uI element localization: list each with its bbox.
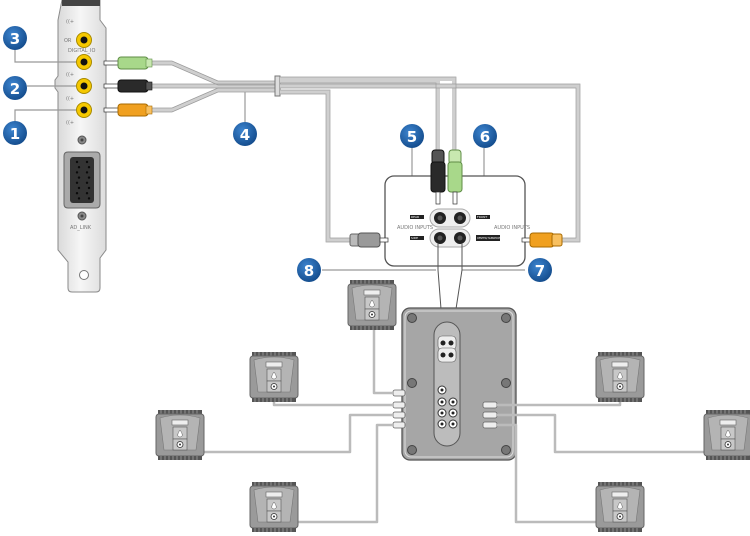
splitter-cable: [150, 61, 280, 112]
plug-gray-interface: [349, 232, 389, 248]
svg-text:3: 3: [10, 30, 20, 48]
sound-card-jack-digital[interactable]: [76, 32, 92, 48]
connector-pin: [75, 181, 79, 184]
connector-pin: [77, 166, 81, 169]
cable-tie: [274, 75, 281, 97]
callout-badge-7: 7: [528, 258, 552, 282]
label-digital-io: DIGITAL_IO: [68, 48, 96, 54]
sound-card-bracket: ((+ ((+ ((+ ((+ OR DIGITAL_IO AD_LINK: [54, 0, 107, 293]
svg-text:7: 7: [535, 262, 545, 280]
label-side: SIDE: [411, 236, 418, 240]
label-rear: REAR: [411, 215, 419, 219]
connector-pin: [87, 166, 91, 169]
connector-pin: [77, 176, 81, 179]
interface-side-input[interactable]: [434, 232, 446, 244]
label-center-sub: CENTER/ SUBWOOFER: [477, 237, 504, 240]
svg-text:4: 4: [240, 126, 250, 144]
subwoofer-input-jacks[interactable]: [437, 335, 457, 363]
connector-pin: [85, 171, 89, 174]
plug-orange-interface: [521, 232, 563, 248]
connector-pin: [85, 160, 89, 164]
callout-badge-4: 4: [233, 122, 257, 146]
callout-badge-8: 8: [297, 258, 321, 282]
audio-jack-icon: ((+ ((+ ((+ ((+: [66, 19, 74, 126]
plug-green-interface: [447, 149, 463, 205]
speaker-bottom-right: [595, 481, 645, 533]
connector-pin: [87, 186, 91, 190]
callout-badge-1: 1: [3, 121, 27, 145]
plug-orange: [103, 103, 153, 117]
connector-pin: [75, 192, 79, 195]
svg-text:((+: ((+: [66, 72, 74, 78]
speaker-bottom-left: [249, 481, 299, 533]
svg-text:5: 5: [407, 128, 417, 146]
label-front: FRONT: [477, 215, 487, 219]
plug-black-interface: [430, 149, 446, 205]
svg-text:6: 6: [480, 128, 490, 146]
connector-pin: [77, 186, 81, 190]
sound-card-jack-green[interactable]: [76, 54, 92, 70]
svg-text:((+: ((+: [66, 96, 74, 102]
speaker-top-left: [347, 279, 397, 331]
callout-badge-3: 3: [3, 26, 27, 50]
callout-badge-2: 2: [3, 76, 27, 100]
sound-card-jack-black[interactable]: [76, 78, 92, 94]
label-audio-inputs-right: AUDIO INPUTS: [494, 225, 530, 231]
label-or: OR: [64, 38, 72, 44]
callout-badge-6: 6: [473, 124, 497, 148]
speaker-top-right: [595, 351, 645, 403]
label-ad-link: AD_LINK: [70, 225, 92, 231]
plug-black: [103, 79, 153, 93]
connector-pin: [77, 197, 81, 200]
speaker-far-left: [155, 409, 205, 461]
svg-text:8: 8: [304, 262, 314, 280]
speaker-interface-box: AUDIO INPUTS AUDIO INPUTS REAR FRONT SID…: [384, 175, 530, 267]
speaker-mid-left: [249, 351, 299, 403]
connector-pin: [87, 176, 91, 179]
game-port-connector: [63, 151, 101, 209]
svg-text:1: 1: [10, 125, 20, 143]
label-audio-inputs-left: AUDIO INPUTS: [397, 225, 433, 231]
plug-green: [103, 56, 153, 70]
speaker-far-right: [703, 409, 750, 461]
svg-text:((+: ((+: [66, 120, 74, 126]
connector-pin: [75, 171, 79, 174]
connector-pin: [87, 197, 91, 200]
sound-card-jack-orange[interactable]: [76, 102, 92, 118]
interface-rear-input[interactable]: [434, 212, 446, 224]
interface-front-input[interactable]: [454, 212, 466, 224]
connector-pin: [85, 192, 89, 195]
callout-badge-5: 5: [400, 124, 424, 148]
connector-pin: [85, 181, 89, 184]
interface-center-sub-input[interactable]: [454, 232, 466, 244]
connector-pin: [75, 160, 79, 164]
svg-text:((+: ((+: [66, 19, 74, 25]
subwoofer-amplifier: [401, 307, 517, 461]
svg-text:2: 2: [10, 80, 20, 98]
